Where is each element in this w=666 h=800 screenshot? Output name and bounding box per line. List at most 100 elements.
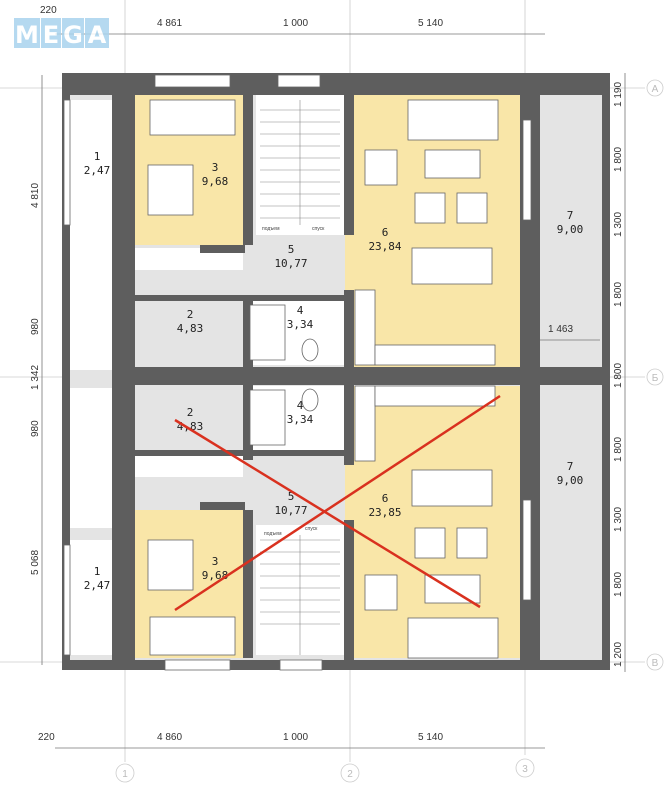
armchair-icon bbox=[364, 574, 398, 611]
dimension-label: 1 190 bbox=[613, 82, 624, 107]
room-area: 9,00 bbox=[557, 223, 584, 236]
dining-table-icon bbox=[411, 247, 493, 285]
dimension-label: 1 800 bbox=[613, 572, 624, 597]
axis-b: Б bbox=[652, 373, 659, 384]
bed-icon bbox=[149, 616, 236, 656]
chair-icon bbox=[414, 527, 446, 559]
axis-1: 1 bbox=[122, 769, 128, 780]
room-area: 23,85 bbox=[368, 506, 401, 519]
logo-letter: A bbox=[88, 21, 107, 49]
room-number: 2 bbox=[187, 308, 194, 321]
dimension-label: 4 810 bbox=[30, 183, 41, 208]
dimension-label: 1 800 bbox=[613, 437, 624, 462]
mega-logo: M E G A bbox=[14, 18, 109, 49]
room-number: 4 bbox=[297, 304, 304, 317]
dimension-label: 5 140 bbox=[418, 732, 443, 743]
room-area: 3,34 bbox=[287, 413, 314, 426]
bathtub-icon bbox=[249, 389, 286, 446]
wardrobe-bottom bbox=[135, 455, 243, 477]
dimension-lines bbox=[41, 33, 626, 749]
room-area: 9,00 bbox=[557, 474, 584, 487]
sofa-icon bbox=[407, 617, 499, 659]
stair-label-down: спуск bbox=[312, 226, 325, 232]
room-1-top bbox=[70, 100, 115, 240]
logo-letter: E bbox=[43, 21, 59, 49]
room-number: 7 bbox=[567, 460, 574, 473]
stair-label-down-bottom: спуск bbox=[305, 526, 318, 532]
dimension-label: 220 bbox=[38, 732, 55, 743]
dimension-label: 1 300 bbox=[613, 507, 624, 532]
room-number: 6 bbox=[382, 226, 389, 239]
room-area: 9,68 bbox=[202, 569, 229, 582]
room-number: 6 bbox=[382, 492, 389, 505]
room-number: 1 bbox=[94, 565, 101, 578]
dimension-label: 1 342 bbox=[30, 365, 41, 390]
chair-icon bbox=[456, 192, 488, 224]
dimensions-bottom: 220 4 860 1 000 5 140 bbox=[38, 732, 443, 743]
dimension-label: 1 800 bbox=[613, 363, 624, 388]
dimension-label: 1 200 bbox=[613, 642, 624, 667]
toilet-icon bbox=[301, 338, 319, 362]
room-number: 1 bbox=[94, 150, 101, 163]
desk-icon bbox=[147, 164, 194, 216]
room-area: 10,77 bbox=[274, 504, 307, 517]
dimension-label: 4 861 bbox=[157, 18, 182, 29]
dimension-label: 5 140 bbox=[418, 18, 443, 29]
dimensions-top: 220 4 861 1 000 5 140 bbox=[40, 5, 443, 29]
desk-icon bbox=[147, 539, 194, 591]
stair-treads bbox=[260, 100, 340, 655]
stair-label-up-bottom: подъем bbox=[264, 531, 282, 537]
armchair-icon bbox=[364, 149, 398, 186]
room-number: 5 bbox=[288, 490, 295, 503]
logo-letter: G bbox=[63, 21, 83, 49]
logo-letter: M bbox=[15, 21, 39, 49]
room-number: 2 bbox=[187, 406, 194, 419]
bathtub-icon bbox=[249, 304, 286, 361]
dimension-label: 1 000 bbox=[283, 18, 308, 29]
dimension-label: 1 800 bbox=[613, 282, 624, 307]
axis-2: 2 bbox=[347, 769, 353, 780]
dimension-label: 4 860 bbox=[157, 732, 182, 743]
entrance-top bbox=[70, 240, 115, 370]
chair-icon bbox=[456, 527, 488, 559]
chair-icon bbox=[414, 192, 446, 224]
axis-v: В bbox=[652, 658, 659, 669]
dimension-label: 1 000 bbox=[283, 732, 308, 743]
dimensions-left: 4 810 980 1 342 980 5 068 bbox=[30, 183, 41, 575]
room-number: 3 bbox=[212, 555, 219, 568]
toilet-icon bbox=[301, 388, 319, 412]
dimensions-right: 1 190 1 800 1 300 1 800 1 800 1 800 1 30… bbox=[548, 82, 624, 667]
room-area: 2,47 bbox=[84, 164, 111, 177]
room-area: 9,68 bbox=[202, 175, 229, 188]
dining-table-icon bbox=[411, 469, 493, 507]
axis-a: А bbox=[652, 84, 659, 95]
room-area: 4,83 bbox=[177, 322, 204, 335]
room-7-bottom bbox=[540, 386, 602, 658]
dimension-inner: 1 463 bbox=[548, 324, 573, 335]
kitchen-counter-icon bbox=[354, 289, 376, 366]
room-number: 5 bbox=[288, 243, 295, 256]
entrance-bottom bbox=[70, 388, 115, 528]
room-number: 3 bbox=[212, 161, 219, 174]
axis-bubbles bbox=[115, 79, 664, 783]
room-7-top bbox=[540, 95, 602, 367]
room-area: 10,77 bbox=[274, 257, 307, 270]
room-area: 3,34 bbox=[287, 318, 314, 331]
room-area: 4,83 bbox=[177, 420, 204, 433]
kitchen-counter-icon bbox=[374, 385, 496, 407]
windows bbox=[63, 74, 532, 671]
furniture bbox=[147, 99, 499, 659]
dimension-label: 220 bbox=[40, 5, 57, 16]
wardrobe-top bbox=[135, 248, 243, 270]
dimension-label: 980 bbox=[30, 318, 41, 335]
room-1-bottom bbox=[70, 540, 115, 655]
room-labels-top: 12,47 24,83 39,68 43,34 510,77 623,84 79… bbox=[84, 150, 584, 335]
room-number: 4 bbox=[297, 399, 304, 412]
interior-walls bbox=[112, 95, 605, 660]
room-number: 7 bbox=[567, 209, 574, 222]
sofa-icon bbox=[407, 99, 499, 141]
bed-icon bbox=[149, 99, 236, 136]
cross-out-mark bbox=[174, 394, 501, 612]
coffee-table-icon bbox=[424, 149, 481, 179]
